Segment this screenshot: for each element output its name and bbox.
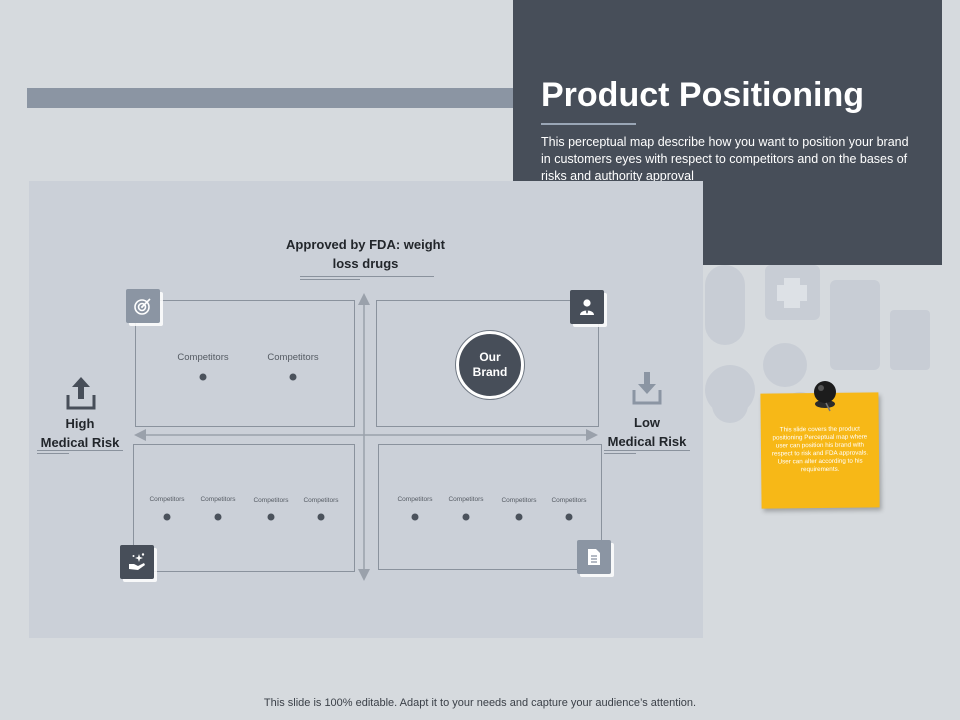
download-icon: [632, 372, 662, 405]
competitor-dot: [565, 513, 573, 521]
page-subtitle: This perceptual map describe how you wan…: [541, 135, 909, 183]
our-brand-line1: Our: [479, 350, 501, 364]
accent-bar: [27, 88, 527, 108]
competitor-dot: [214, 513, 222, 521]
competitor-label: Competitors: [253, 497, 289, 504]
footer-note: This slide is 100% editable. Adapt it to…: [263, 697, 697, 709]
competitor-dot: [515, 513, 523, 521]
document-icon: [577, 540, 611, 574]
left-axis-label-line2: Medical Risk: [40, 435, 120, 450]
competitor-label: Competitors: [501, 497, 537, 504]
top-axis-label: Approved by FDA: weight loss drugs: [258, 235, 473, 273]
quadrant-top-right: [376, 300, 599, 427]
left-axis-underline-short: [37, 453, 69, 454]
upload-icon: [66, 377, 96, 410]
user-icon: [570, 290, 604, 324]
hand-sparkle-icon: [120, 545, 154, 579]
quadrant-bottom-right: [378, 444, 602, 570]
competitor-label: Competitors: [448, 496, 484, 503]
quadrant-top-left: [135, 300, 355, 427]
right-axis-label-line1: Low: [634, 415, 660, 430]
competitor-label: Competitors: [551, 497, 587, 504]
competitor-label: Competitors: [149, 496, 185, 503]
competitor-dot: [462, 513, 470, 521]
top-axis-label-line1: Approved by FDA: weight: [286, 237, 445, 252]
our-brand-marker: Our Brand: [456, 331, 524, 399]
pushpin-icon: [814, 381, 836, 412]
competitor-dot: [163, 513, 171, 521]
target-icon: [126, 289, 160, 323]
competitor-dot: [411, 513, 419, 521]
competitor-label: Competitors: [303, 497, 339, 504]
our-brand-line2: Brand: [472, 365, 508, 379]
competitor-dot: [199, 373, 207, 381]
quadrant-bottom-left: [133, 444, 355, 572]
right-axis-underline: [604, 450, 690, 451]
left-axis-underline: [37, 450, 123, 451]
title-underline: [541, 123, 636, 125]
competitor-label: Competitors: [267, 352, 319, 363]
left-axis-label-line1: High: [65, 416, 95, 431]
top-axis-underline: [300, 276, 434, 277]
right-axis-label-line2: Medical Risk: [607, 434, 687, 449]
competitor-label: Competitors: [397, 496, 433, 503]
competitor-dot: [317, 513, 325, 521]
page-title: Product Positioning: [541, 76, 864, 114]
left-axis-label: High Medical Risk: [30, 414, 130, 452]
sticky-note-text: This slide covers the product positionin…: [771, 425, 869, 474]
top-axis-underline-short: [300, 279, 360, 280]
right-axis-label: Low Medical Risk: [597, 413, 697, 451]
competitor-label: Competitors: [200, 496, 236, 503]
right-axis-underline-short: [604, 453, 636, 454]
top-axis-label-line2: loss drugs: [332, 256, 399, 271]
competitor-dot: [289, 373, 297, 381]
competitor-label: Competitors: [177, 352, 229, 363]
competitor-dot: [267, 513, 275, 521]
